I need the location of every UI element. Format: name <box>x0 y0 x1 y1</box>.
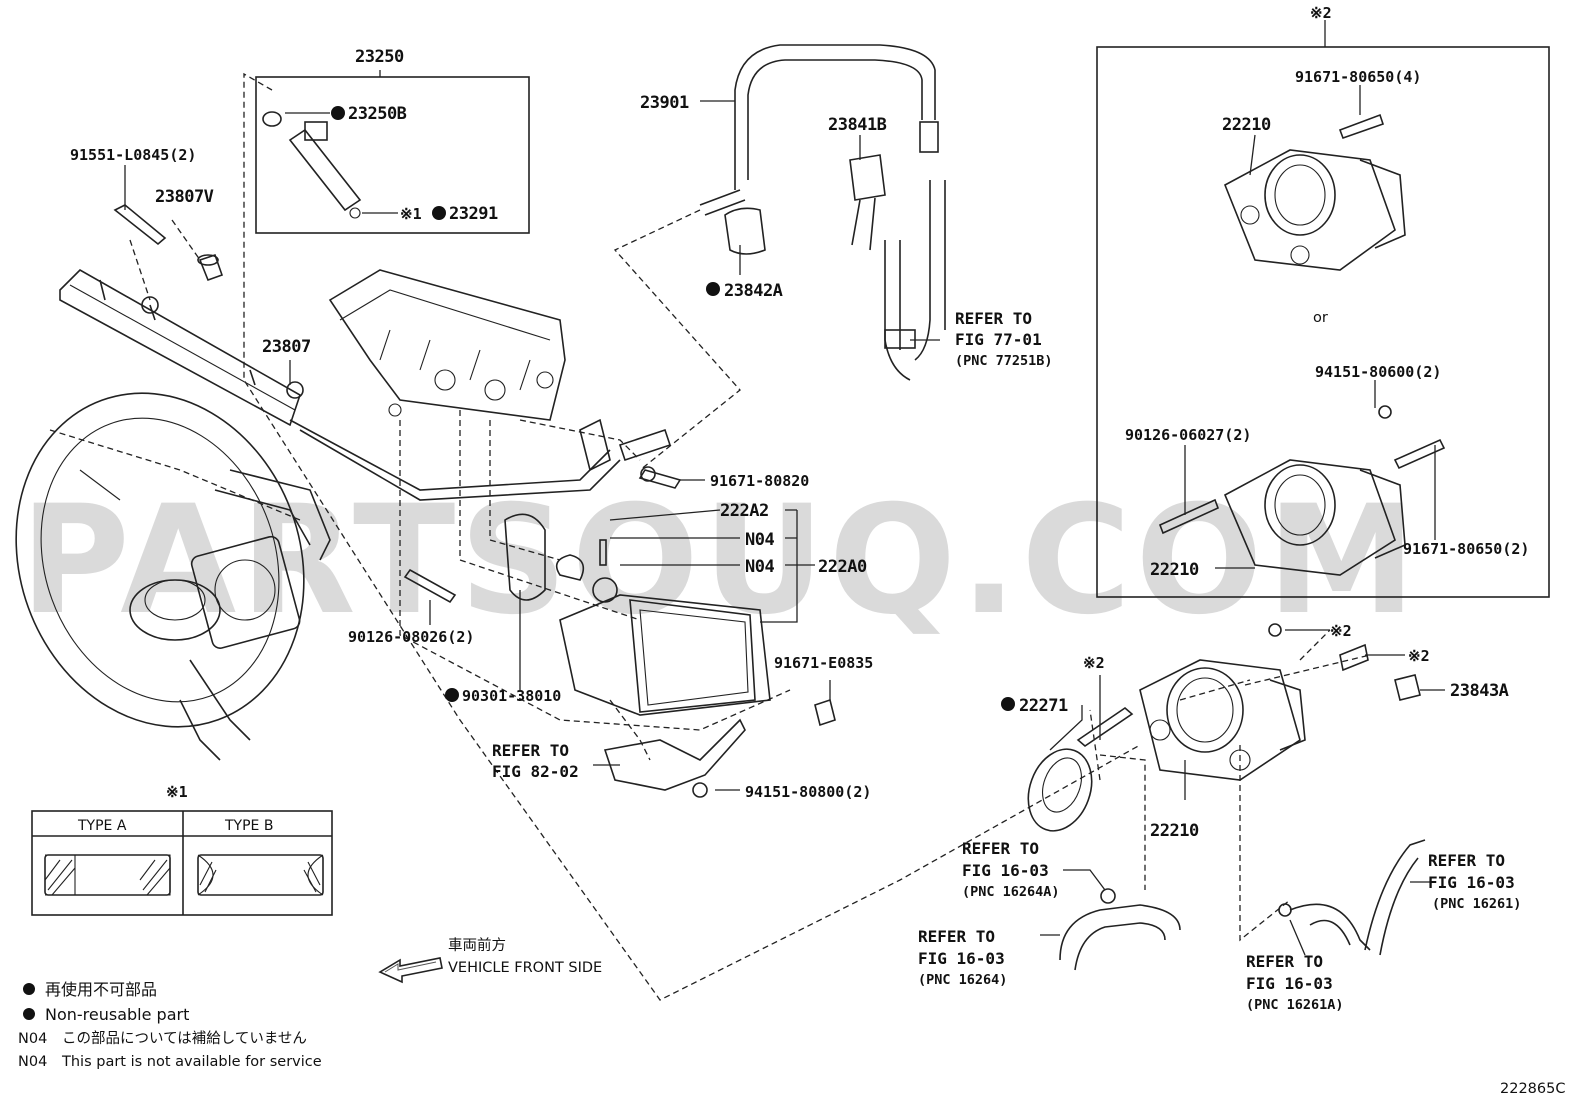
legend-dot-en <box>23 1008 35 1020</box>
diagram-code: 222865C <box>1500 1081 1565 1097</box>
ref-82-line2[interactable]: FIG 82-02 <box>492 762 579 781</box>
type-a-header: TYPE A <box>77 818 127 834</box>
legend-n04-en: This part is not available for service <box>61 1054 322 1070</box>
label-23841B[interactable]: 23841B <box>828 115 887 135</box>
label-22210-main[interactable]: 22210 <box>1150 821 1199 841</box>
fuel-parts-small <box>113 204 682 604</box>
label-222A0[interactable]: 222A0 <box>818 557 867 577</box>
ref-16a-line2[interactable]: FIG 16-03 <box>962 861 1049 880</box>
note-nut: ※2 <box>1330 622 1352 640</box>
front-en: VEHICLE FRONT SIDE <box>448 960 602 976</box>
inset-label-91671-80650-b[interactable]: 91671-80650(2) <box>1403 540 1529 558</box>
ref-16c-line2[interactable]: FIG 16-03 <box>1428 873 1515 892</box>
legend-n04-code-en: N04 <box>18 1054 47 1070</box>
dot-22271 <box>1001 697 1015 711</box>
inset-label-22210-b[interactable]: 22210 <box>1150 560 1199 580</box>
inset-label-90126-06027[interactable]: 90126-06027(2) <box>1125 426 1251 444</box>
intake-manifold-drawing <box>15 392 331 761</box>
type-table <box>31 810 333 916</box>
dot-23842A <box>706 282 720 296</box>
leader-lines <box>124 20 1445 973</box>
inset-labels: ※2 22210 91671-80650(4) or 94151-80600(2… <box>1125 4 1529 580</box>
ref-16d-line2[interactable]: FIG 16-03 <box>1246 974 1333 993</box>
label-23291[interactable]: 23291 <box>449 204 498 224</box>
legend-n04-code-jp: N04 <box>18 1031 47 1047</box>
inset-label-91671-80650-a[interactable]: 91671-80650(4) <box>1295 68 1421 86</box>
type-table-labels: ※1 TYPE A TYPE B <box>77 783 273 834</box>
label-94151-80800[interactable]: 94151-80800(2) <box>745 783 871 801</box>
label-222A2[interactable]: 222A2 <box>720 501 769 521</box>
injector-box <box>255 76 530 234</box>
throttle-body-main-drawing <box>1027 623 1421 832</box>
ref-16c-line1[interactable]: REFER TO <box>1428 851 1505 870</box>
label-23250[interactable]: 23250 <box>355 47 404 67</box>
vacuum-hose-drawing <box>699 44 946 381</box>
note-23291: ※1 <box>400 205 422 223</box>
ref-77-line1[interactable]: REFER TO <box>955 309 1032 328</box>
label-90301-38010[interactable]: 90301-38010 <box>462 687 561 705</box>
legend-non-reusable-jp: 再使用不可部品 <box>45 980 157 999</box>
ref-16d-line3: (PNC 16261A) <box>1246 997 1344 1013</box>
fuel-rail-drawing <box>59 269 621 501</box>
ref-16d-line1[interactable]: REFER TO <box>1246 952 1323 971</box>
refer-labels: REFER TO FIG 77-01 (PNC 77251B) REFER TO… <box>492 309 1521 1013</box>
front-labels: 車両前方 VEHICLE FRONT SIDE <box>448 937 602 976</box>
dashed-reference-lines <box>49 72 1371 1001</box>
label-23807V[interactable]: 23807V <box>155 187 214 207</box>
type-b-header: TYPE B <box>224 818 273 834</box>
inset-title: ※2 <box>1310 4 1332 22</box>
label-23842A[interactable]: 23842A <box>724 281 783 301</box>
label-91671-E0835[interactable]: 91671-E0835 <box>774 654 873 672</box>
vehicle-front-arrow <box>378 957 443 984</box>
label-23250B[interactable]: 23250B <box>348 104 407 124</box>
note-bolt: ※2 <box>1408 647 1430 665</box>
ref-82-line1[interactable]: REFER TO <box>492 741 569 760</box>
type-table-note: ※1 <box>166 783 188 801</box>
ref-16a-line1[interactable]: REFER TO <box>962 839 1039 858</box>
ref-77-line3: (PNC 77251B) <box>955 353 1053 369</box>
label-n04-1: N04 <box>745 530 774 550</box>
label-23807[interactable]: 23807 <box>262 337 311 357</box>
ref-16a-line3: (PNC 16264A) <box>962 884 1060 900</box>
label-91551-L0845[interactable]: 91551-L0845(2) <box>70 146 196 164</box>
dot-23291 <box>432 206 446 220</box>
dot-90301-38010 <box>445 688 459 702</box>
label-23843A[interactable]: 23843A <box>1450 681 1509 701</box>
ref-16b-line1[interactable]: REFER TO <box>918 927 995 946</box>
label-23901[interactable]: 23901 <box>640 93 689 113</box>
label-n04-2: N04 <box>745 557 774 577</box>
label-22271[interactable]: 22271 <box>1019 696 1068 716</box>
legend-non-reusable-en: Non-reusable part <box>45 1005 189 1024</box>
inset-box <box>1096 46 1550 598</box>
label-90126-08026[interactable]: 90126-08026(2) <box>348 628 474 646</box>
front-jp: 車両前方 <box>448 937 506 954</box>
throttle-motor-drawing <box>504 513 836 798</box>
part-label-group: 23250 23250B ※1 23291 91551-L0845(2) 238… <box>70 47 1509 841</box>
label-91671-80820[interactable]: 91671-80820 <box>710 472 809 490</box>
legend: 再使用不可部品 Non-reusable part N04 この部品については補… <box>18 980 322 1070</box>
ref-77-line2[interactable]: FIG 77-01 <box>955 330 1042 349</box>
inset-label-22210-a[interactable]: 22210 <box>1222 115 1271 135</box>
legend-n04-jp: この部品については補給していません <box>62 1030 307 1047</box>
inset-label-94151-80600[interactable]: 94151-80600(2) <box>1315 363 1441 381</box>
legend-dot-jp <box>23 983 35 995</box>
ref-16b-line2[interactable]: FIG 16-03 <box>918 949 1005 968</box>
cylinder-head-drawing <box>328 269 672 472</box>
ref-16b-line3: (PNC 16264) <box>918 972 1007 988</box>
dot-23250B <box>331 106 345 120</box>
ref-16c-line3: (PNC 16261) <box>1432 896 1521 912</box>
note-22271: ※2 <box>1083 654 1105 672</box>
water-hoses-drawing <box>1059 839 1426 971</box>
inset-or: or <box>1313 310 1328 326</box>
